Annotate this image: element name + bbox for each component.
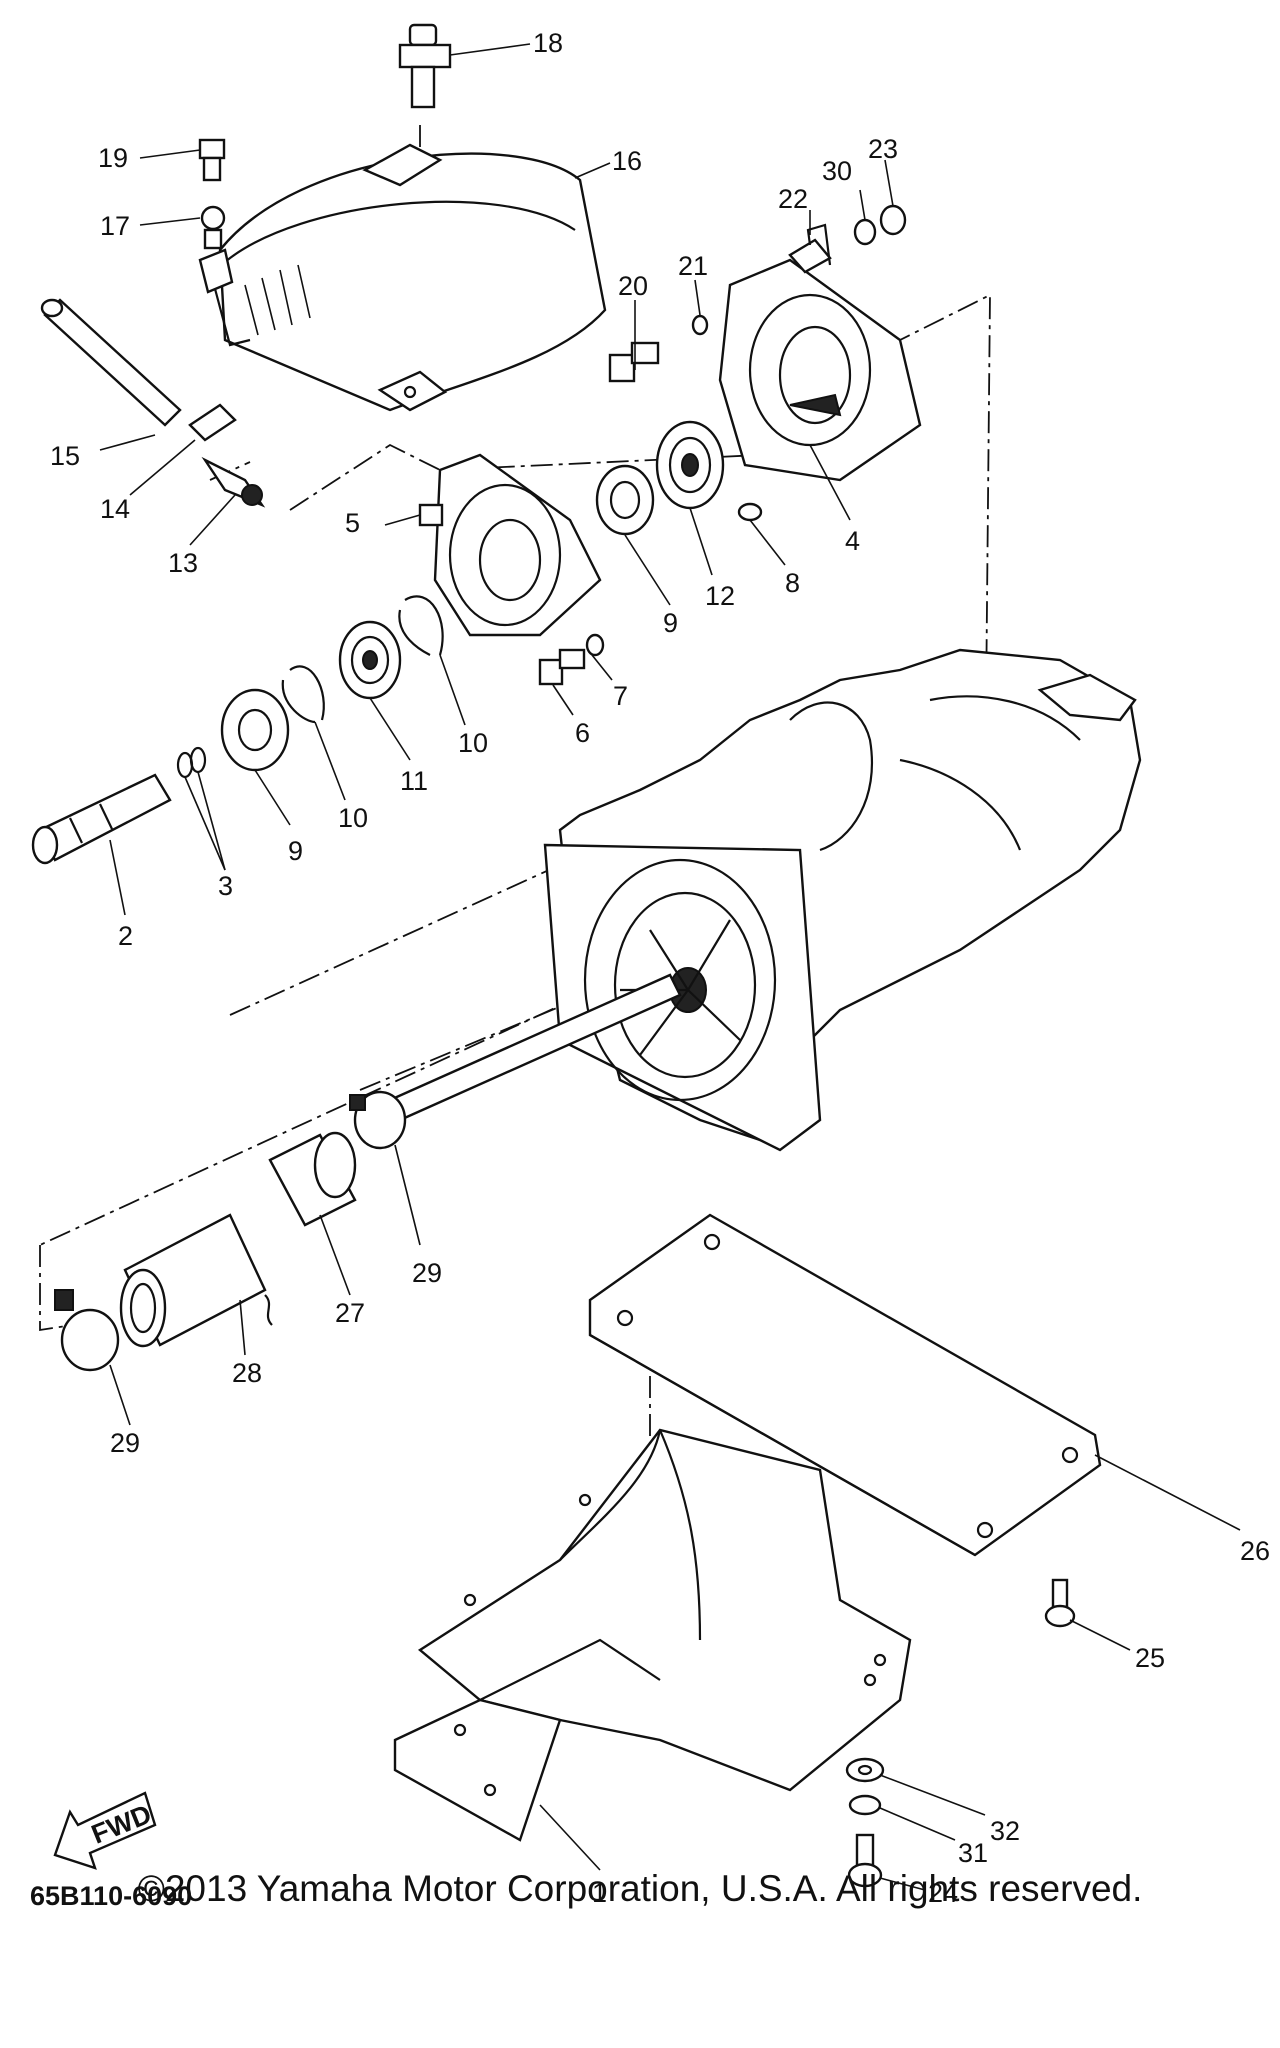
jet-pump-body	[543, 648, 1142, 1152]
part-label: 2	[118, 921, 133, 951]
fasteners-bottom	[845, 1757, 885, 1888]
copyright-notice: ©2013 Yamaha Motor Corporation, U.S.A. A…	[137, 1868, 1143, 1909]
part-label: 27	[335, 1298, 365, 1328]
part-label: 11	[400, 766, 428, 796]
part-label: 10	[338, 803, 368, 833]
part-label: 22	[778, 184, 808, 214]
upper-bearings	[595, 420, 763, 536]
part-label: 7	[613, 681, 628, 711]
intake-duct-1	[393, 1428, 912, 1842]
drive-shaft-2	[31, 773, 172, 865]
part-label: 18	[533, 28, 563, 58]
part-label: 10	[458, 728, 488, 758]
part-label: 8	[785, 568, 800, 598]
pump-housing-4	[718, 238, 922, 482]
part-label: 9	[663, 608, 678, 638]
part-label: 23	[868, 134, 898, 164]
part-label: 30	[822, 156, 852, 186]
part-label: 12	[705, 581, 735, 611]
hose-assembly	[54, 1090, 407, 1372]
hose-fittings	[40, 298, 266, 508]
part-label: 4	[845, 526, 860, 556]
part-label: 19	[98, 143, 128, 173]
part-label: 32	[990, 1816, 1020, 1846]
part-label: 6	[575, 718, 590, 748]
fwd-arrow-icon: FWD	[53, 1791, 157, 1870]
part-label: 31	[958, 1838, 988, 1868]
part-label: 20	[618, 271, 648, 301]
part-label: 17	[100, 211, 130, 241]
pump-cover	[198, 143, 607, 412]
part-label: 25	[1135, 1643, 1165, 1673]
part-label: 9	[288, 836, 303, 866]
bolt-25	[1044, 1578, 1076, 1628]
bolt-19	[198, 138, 226, 250]
part-label: 14	[100, 494, 130, 524]
part-label: 29	[110, 1428, 140, 1458]
small-fasteners-top	[608, 204, 907, 383]
part-label: 29	[412, 1258, 442, 1288]
part-label: 13	[168, 548, 198, 578]
part-label: 24	[928, 1878, 958, 1908]
part-label: 15	[50, 441, 80, 471]
diagram-code: 65B110-6090	[30, 1881, 192, 1911]
grease-nipple	[398, 23, 452, 109]
part-label: 1	[592, 1878, 607, 1908]
part-labels: 1 2 3 4 5 6 7 8 9 9 10 10 11 12 13 14 15…	[50, 28, 1270, 1908]
bearing-housing-5	[418, 453, 602, 637]
ride-plate-26	[588, 1213, 1102, 1557]
part-label: 28	[232, 1358, 262, 1388]
part-label: 16	[612, 146, 642, 176]
part-label: 5	[345, 508, 360, 538]
part-label: 21	[678, 251, 708, 281]
leader-lines	[99, 43, 1241, 1891]
part-label: 3	[218, 871, 233, 901]
part-label: 26	[1240, 1536, 1270, 1566]
bolt-6	[538, 633, 605, 686]
